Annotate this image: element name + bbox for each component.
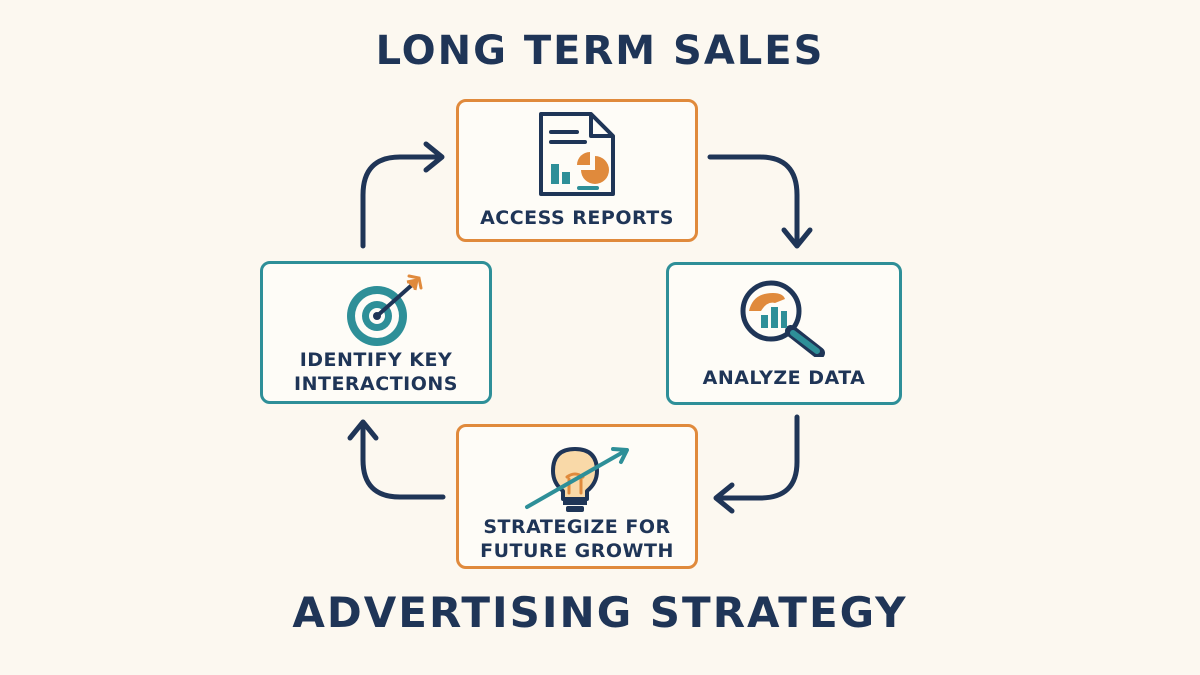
arrow-strategize-to-identify <box>360 425 446 500</box>
magnifier-chart-icon <box>740 280 825 357</box>
step-identify-interactions: IDENTIFY KEY INTERACTIONS <box>260 261 492 404</box>
step-label-access-reports: ACCESS REPORTS <box>480 207 674 229</box>
report-document-icon <box>539 112 615 196</box>
arrow-access-to-analyze <box>707 154 800 243</box>
step-label-identify-interactions: IDENTIFY KEY INTERACTIONS <box>294 349 458 395</box>
diagram-title-top: LONG TERM SALES <box>375 28 825 74</box>
step-label-analyze-data: ANALYZE DATA <box>702 367 866 389</box>
arrowhead-strategize-to-identify <box>347 419 379 441</box>
arrow-identify-to-access <box>360 154 439 249</box>
step-label-strategize-growth: STRATEGIZE FOR FUTURE GROWTH <box>480 516 674 562</box>
diagram-title-bottom: ADVERTISING STRATEGY <box>292 588 908 637</box>
step-analyze-data: ANALYZE DATA <box>666 262 902 405</box>
step-strategize-growth: STRATEGIZE FOR FUTURE GROWTH <box>456 424 698 569</box>
arrow-analyze-to-strategize <box>719 414 800 501</box>
arrowhead-analyze-to-strategize <box>713 482 735 514</box>
arrowhead-access-to-analyze <box>781 227 813 249</box>
step-access-reports: ACCESS REPORTS <box>456 99 698 242</box>
lightbulb-growth-icon <box>525 447 629 512</box>
arrowhead-identify-to-access <box>423 141 445 173</box>
target-arrow-icon <box>347 274 423 346</box>
